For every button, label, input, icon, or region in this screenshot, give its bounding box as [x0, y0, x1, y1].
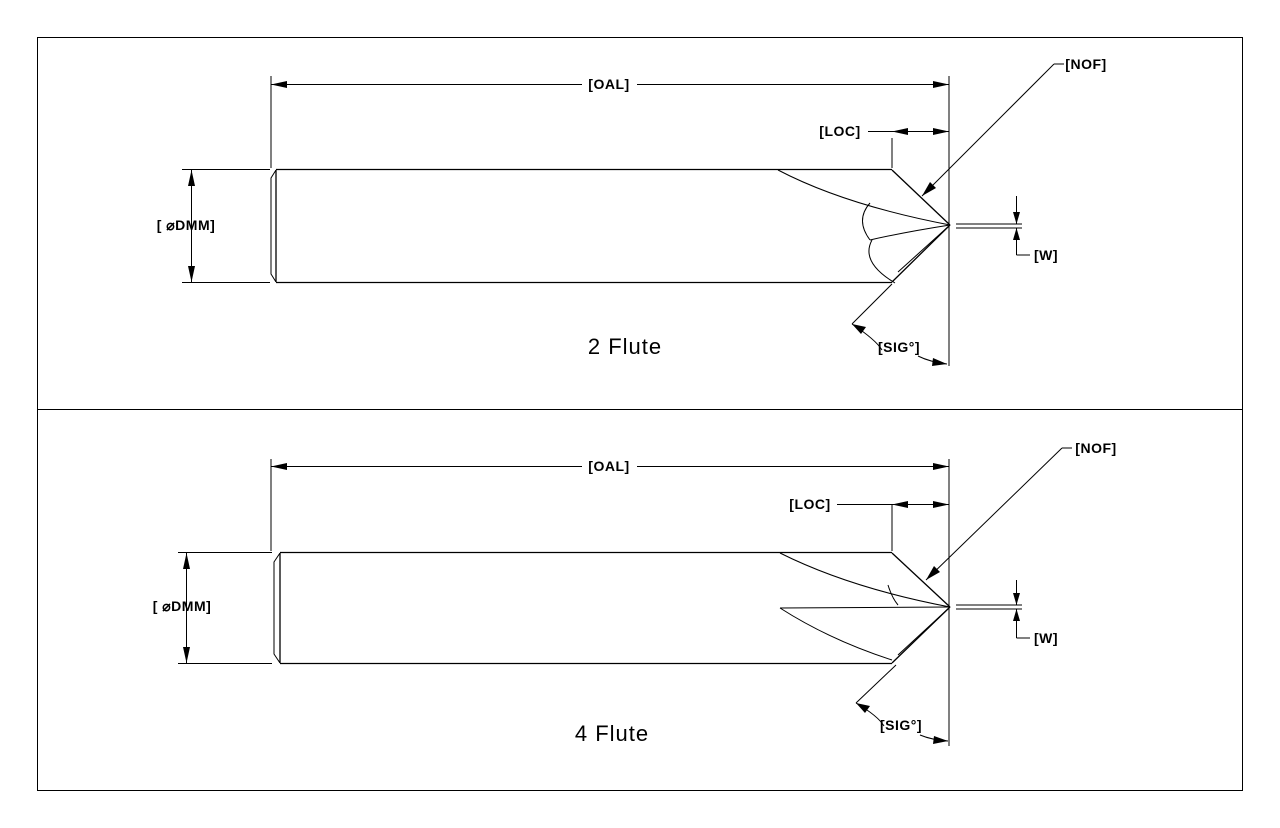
- oal-label: [OAL]: [588, 458, 629, 474]
- loc-dimension: [868, 128, 949, 168]
- oal-label: [OAL]: [588, 76, 629, 92]
- w-dimension: [956, 196, 1030, 256]
- drawing-border: [37, 37, 1243, 791]
- sig-label: [SIG°]: [878, 339, 920, 355]
- oal-dimension: [270, 459, 950, 746]
- nof-label: [NOF]: [1065, 56, 1106, 72]
- loc-label: [LOC]: [789, 496, 830, 512]
- loc-label: [LOC]: [819, 123, 860, 139]
- w-label: [W]: [1034, 247, 1058, 263]
- w-dimension: [956, 580, 1030, 639]
- dmm-label: [ ⌀DMM]: [157, 217, 216, 233]
- panel-4-flute: [OAL] [LOC] [NOF] [ ⌀DMM]: [153, 440, 1116, 746]
- w-label: [W]: [1034, 630, 1058, 646]
- nof-leader: [921, 63, 1064, 197]
- dmm-label: [ ⌀DMM]: [153, 598, 212, 614]
- panel-title-4-flute: 4 Flute: [575, 721, 649, 746]
- sig-dimension: [851, 283, 948, 366]
- tool-body-4-flute: [273, 551, 951, 665]
- sig-dimension: [855, 664, 949, 744]
- sig-label: [SIG°]: [880, 717, 922, 733]
- loc-dimension: [837, 501, 949, 551]
- tool-body-2-flute: [270, 168, 951, 284]
- panel-title-2-flute: 2 Flute: [588, 334, 662, 359]
- panel-2-flute: [OAL] [LOC] [NOF] [ ⌀DMM]: [157, 56, 1106, 366]
- oal-dimension: [270, 76, 950, 366]
- nof-leader: [925, 447, 1072, 581]
- dmm-dimension: [182, 169, 270, 283]
- nof-label: [NOF]: [1075, 440, 1116, 456]
- dmm-dimension: [178, 552, 272, 664]
